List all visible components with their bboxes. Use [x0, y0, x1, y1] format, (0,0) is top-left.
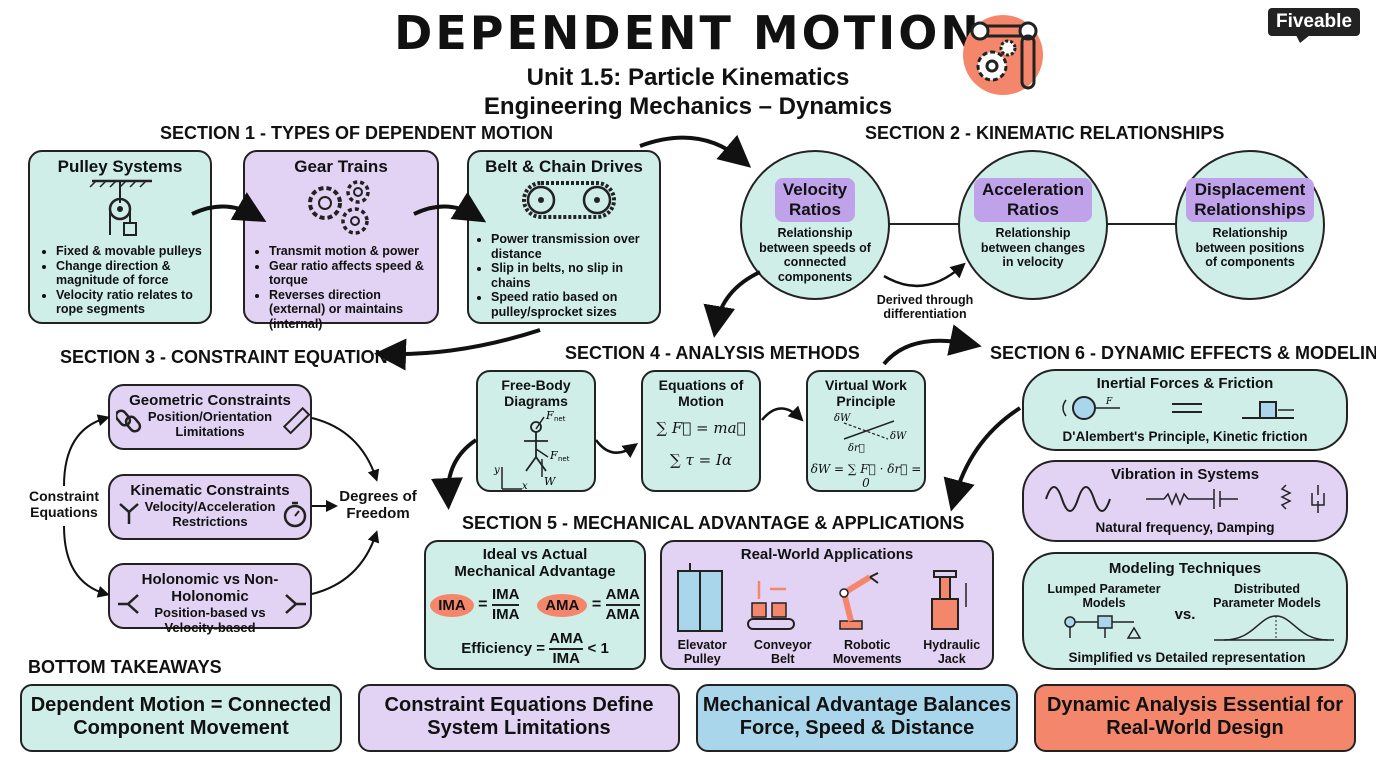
- takeaway-constraint-equations: Constraint Equations Define System Limit…: [358, 684, 680, 752]
- merge-arrows-icon: [285, 594, 306, 614]
- pulley-systems-box: Pulley Systems Fixed & movable pulleys C…: [28, 150, 212, 324]
- derived-note: Derived through differentiation: [876, 293, 974, 321]
- modeling-techniques-box: Modeling Techniques Lumped Parameter Mod…: [1022, 552, 1348, 670]
- section4-title: SECTION 4 - ANALYSIS METHODS: [565, 343, 860, 363]
- section5-title: SECTION 5 - MECHANICAL ADVANTAGE & APPLI…: [462, 513, 965, 533]
- box-title: Gear Trains: [294, 157, 388, 176]
- split-arrows-icon: [119, 503, 139, 524]
- takeaway-dynamic-analysis: Dynamic Analysis Essential for Real-Worl…: [1034, 684, 1356, 752]
- svg-text:δr⃗: δr⃗: [848, 443, 865, 454]
- fbd-f1: F: [545, 409, 554, 422]
- pulley-bullets: Fixed & movable pulleys Change direction…: [38, 244, 210, 317]
- page-subtitle-course: Engineering Mechanics – Dynamics: [483, 93, 893, 120]
- belt-chain-box: Belt & Chain Drives Power transmission o…: [467, 150, 661, 324]
- page-title: DEPENDENT MOTION: [394, 6, 982, 60]
- virtual-work-box: Virtual Work Principle δW δW δr⃗ δW = ∑ …: [806, 370, 926, 492]
- brand-pointer-icon: [1296, 35, 1310, 43]
- equations-of-motion-box: Equations of Motion ∑ F⃗ = ma⃗ ∑ τ = Iα: [641, 370, 761, 492]
- box-title: Pulley Systems: [57, 157, 183, 176]
- svg-text:W: W: [544, 475, 557, 488]
- stopwatch-icon: [283, 501, 307, 528]
- inertial-friction-icon: F: [1062, 396, 1294, 420]
- gears-icon: [308, 180, 370, 235]
- lumped-distributed-icon: [1064, 615, 1334, 641]
- chain-drive-icon: [522, 181, 616, 219]
- fbd-f2: F: [549, 449, 558, 462]
- brand-name: Fiveable: [1275, 11, 1353, 32]
- svg-text:net: net: [558, 455, 570, 463]
- eom-eq1: ∑ F⃗ = ma⃗: [656, 419, 746, 437]
- velocity-text: Relationship between speeds of connected…: [759, 226, 871, 284]
- hydraulic-jack-icon: [931, 598, 959, 630]
- inertial-forces-box: Inertial Forces & Friction F D'Alembert'…: [1022, 369, 1348, 451]
- section3-title: SECTION 3 - CONSTRAINT EQUATIONS: [60, 347, 400, 367]
- vibration-icon: [1045, 484, 1325, 513]
- svg-text:δW: δW: [890, 431, 907, 442]
- applications-icons: [677, 563, 967, 632]
- takeaway-mechanical-advantage: Mechanical Advantage Balances Force, Spe…: [696, 684, 1018, 752]
- conveyor-icon: [751, 602, 767, 618]
- real-world-applications-box: Real-World Applications Elevator Pulley …: [660, 540, 994, 670]
- section2-title: SECTION 2 - KINEMATIC RELATIONSHIPS: [865, 123, 1225, 143]
- svg-text:x: x: [522, 481, 528, 491]
- virtual-work-icon: δW δW δr⃗: [834, 413, 907, 454]
- free-body-diagrams-box: Free-Body Diagrams F net F net W y x: [476, 370, 596, 492]
- section1-title: SECTION 1 - TYPES OF DEPENDENT MOTION: [160, 123, 554, 143]
- holonomic-box: Holonomic vs Non-Holonomic Position-base…: [108, 563, 312, 635]
- chain-link-icon: [116, 409, 142, 433]
- mechanical-advantage-box: Ideal vs Actual Mechanical Advantage IMA…: [424, 540, 646, 670]
- eom-eq2: ∑ τ = Iα: [670, 451, 732, 469]
- svg-text:y: y: [493, 465, 500, 476]
- applications-labels: Elevator Pulley Conveyor Belt Robotic Mo…: [677, 638, 981, 666]
- free-body-diagram-icon: F net F net W y x: [493, 409, 570, 492]
- brand-logo[interactable]: Fiveable: [1268, 8, 1360, 36]
- box-title: Belt & Chain Drives: [485, 157, 643, 176]
- vw-eq: δW = ∑ F⃗ · δr⃗ = 0: [810, 462, 922, 490]
- takeaway-dependent-motion: Dependent Motion = Connected Component M…: [20, 684, 342, 752]
- displacement-text: Relationship between positions of compon…: [1195, 226, 1305, 269]
- page-subtitle-unit: Unit 1.5: Particle Kinematics: [526, 64, 850, 91]
- gear-belt-logo-icon: [963, 15, 1043, 95]
- svg-text:F: F: [1105, 397, 1113, 407]
- acceleration-text: Relationship between changes in velocity: [980, 226, 1086, 269]
- geometric-constraints-box: Geometric Constraints Position/Orientati…: [108, 384, 312, 450]
- section6-title: SECTION 6 - DYNAMIC EFFECTS & MODELING: [990, 343, 1376, 363]
- gear-trains-box: Gear Trains Transmit motion & power Gear…: [243, 150, 439, 331]
- ruler-icon: [282, 406, 310, 435]
- vibration-box: Vibration in Systems Natural frequency, …: [1022, 460, 1348, 542]
- constraint-equations-label: Constraint Equations: [29, 488, 99, 520]
- degrees-of-freedom-label: Degrees of Freedom: [339, 488, 417, 522]
- kinematic-constraints-box: Kinematic Constraints Velocity/Accelerat…: [108, 474, 312, 540]
- takeaways-title: BOTTOM TAKEAWAYS: [28, 657, 222, 677]
- gear-bullets: Transmit motion & power Gear ratio affec…: [251, 244, 437, 331]
- svg-text:δW: δW: [834, 413, 851, 424]
- branch-arrows-icon: [118, 594, 139, 614]
- robot-arm-icon: [839, 620, 863, 630]
- pulley-icon: [89, 179, 152, 236]
- svg-text:net: net: [554, 415, 566, 423]
- belt-bullets: Power transmission over distance Slip in…: [473, 232, 659, 319]
